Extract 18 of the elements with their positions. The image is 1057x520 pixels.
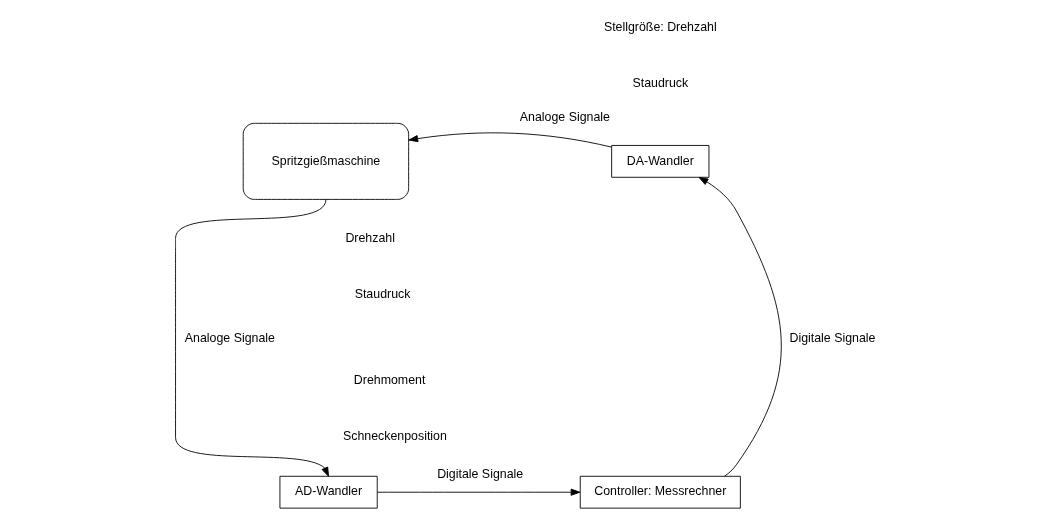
node-box: AD-Wandler bbox=[279, 475, 378, 509]
label: Stellgröße: Drehzahl bbox=[603, 20, 717, 35]
node-box: Spritzgießmaschine bbox=[242, 122, 410, 200]
edge-label: Digitale Signale bbox=[789, 330, 876, 345]
node-box: Controller: Messrechner bbox=[579, 475, 741, 509]
label: Drehmoment bbox=[353, 373, 426, 388]
arrow bbox=[408, 132, 612, 148]
label: Staudruck bbox=[354, 287, 411, 302]
arrow bbox=[175, 198, 329, 477]
arrow bbox=[377, 488, 581, 496]
label: Schneckenposition bbox=[342, 428, 447, 443]
edge-label: Digitale Signale bbox=[437, 466, 524, 481]
arrow bbox=[698, 176, 782, 477]
edge-label: Analoge Signale bbox=[519, 110, 610, 125]
node-box: DA-Wandler bbox=[611, 145, 710, 178]
label: Staudruck bbox=[632, 75, 689, 90]
label: Drehzahl bbox=[345, 231, 395, 246]
edge-label: Analoge Signale bbox=[184, 330, 275, 345]
